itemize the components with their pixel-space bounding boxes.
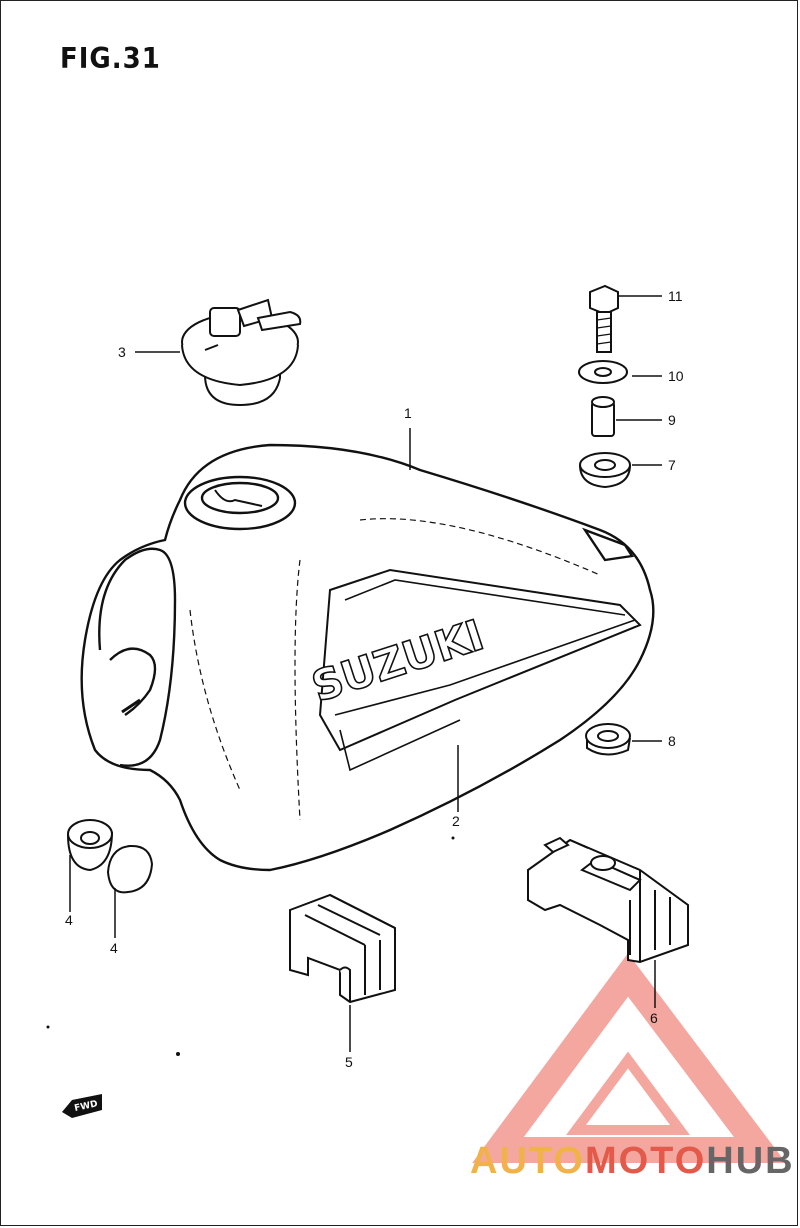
fuel-tank-part: SUZUKI xyxy=(80,443,655,872)
forward-direction-marker: FWD xyxy=(62,1094,102,1118)
callout-6: 6 xyxy=(650,1010,658,1026)
watermark-logo xyxy=(472,953,787,1163)
callout-5: 5 xyxy=(345,1054,353,1070)
cushion-part xyxy=(579,452,631,489)
watermark-auto: AUTO xyxy=(470,1140,585,1182)
stray-dot xyxy=(451,836,455,840)
bracket-cushion-part xyxy=(289,893,396,1004)
watermark-hub: HUB xyxy=(706,1140,795,1182)
leader-lines xyxy=(69,295,662,1052)
rubber-cap-part xyxy=(106,844,154,894)
watermark-wordmark: AUTOMOTOHUB xyxy=(470,1140,795,1183)
callout-8: 8 xyxy=(668,733,676,749)
figure-title: FIG.31 xyxy=(60,42,161,76)
direction-label: FWD xyxy=(74,1099,99,1114)
callout-7: 7 xyxy=(668,457,676,473)
watermark-moto: MOTO xyxy=(584,1140,707,1182)
callout-1: 1 xyxy=(404,405,412,421)
stray-dot xyxy=(46,1025,50,1029)
callout-10: 10 xyxy=(668,368,684,384)
stray-dot xyxy=(176,1052,180,1056)
callout-9: 9 xyxy=(668,412,676,428)
callout-11: 11 xyxy=(668,288,683,304)
mounting-cushion-part xyxy=(527,836,689,964)
callout-4a: 4 xyxy=(65,912,73,928)
callout-2: 2 xyxy=(452,813,460,829)
washer-part xyxy=(578,360,628,384)
rear-cushion-part xyxy=(585,723,631,756)
callout-4b: 4 xyxy=(110,940,118,956)
bolt-part xyxy=(589,284,619,353)
collar-part xyxy=(591,396,615,437)
callout-3: 3 xyxy=(118,344,126,360)
grommet-part xyxy=(67,819,113,872)
fuel-cap-part xyxy=(181,298,302,407)
